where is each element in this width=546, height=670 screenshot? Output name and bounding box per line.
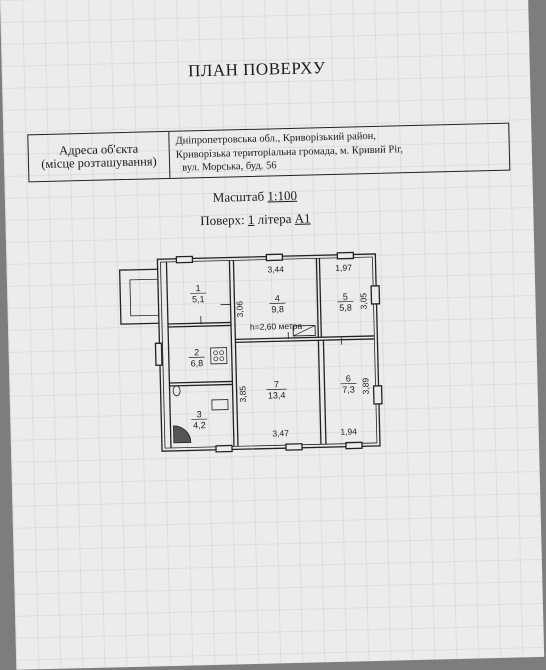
window [265,253,284,262]
dimension-label: 3,85 [237,386,247,403]
dimension-label: 1,97 [335,262,352,272]
kitchen-stove [210,347,228,365]
room-number: 4 [275,293,280,303]
toilet-symbol [172,385,181,397]
stove-burner [219,350,225,356]
dimension-label: 3,44 [267,264,284,274]
door-mark [200,304,231,325]
corridor-wall [235,338,375,343]
stove-burner [213,350,219,356]
window [154,342,163,366]
floor-number: 1 [247,211,255,228]
room-number: 3 [197,409,202,419]
porch-step [129,278,159,317]
room-area: 13,4 [268,390,286,400]
wall-4-5 [318,258,322,338]
shower-symbol [173,425,192,444]
dimension-label: 3,89 [360,378,370,395]
address-table: Адреса об'єкта (місце розташування) Дніп… [27,122,511,183]
partition-wall [228,260,235,447]
dimension-label: 1,94 [340,426,357,436]
room-area: 5,8 [339,302,352,312]
wall-7-6 [322,340,327,445]
room-number: 5 [343,292,348,302]
room-area: 9,8 [271,304,284,314]
wall-7-6 [317,340,322,445]
wall-2-3 [169,380,233,384]
stove-symbol [292,324,316,337]
room-area: 7,3 [342,384,355,394]
porch-outline [118,268,159,325]
floor-line: Поверх: 1 літера А1 [5,206,505,234]
stove-burner [219,356,225,362]
window [372,385,383,405]
litera-value: А1 [294,210,311,226]
room-number: 1 [195,283,200,293]
wall-4-5 [315,258,319,338]
scale-value: 1:100 [267,187,298,204]
wall-1-2 [168,324,232,328]
room-area: 4,2 [193,420,206,430]
window [345,441,363,450]
scale-label: Масштаб [212,188,265,205]
dimension-label: 3,06 [234,301,244,318]
window [285,443,303,451]
ceiling-height-note: h=2,60 метра [250,321,303,332]
window [175,255,194,264]
window [370,285,381,305]
address-label-cell: Адреса об'єкта (місце розташування) [28,131,171,182]
room-number: 6 [346,374,351,384]
stove-burner [213,356,219,362]
floor-plan: 1 5,1 2 6,8 3 4,2 4 9,8 5 5,8 6 7,3 7 [118,251,383,453]
floor-label: Поверх: [200,212,245,229]
room-number: 7 [274,379,279,389]
stove-diagonal [293,325,316,337]
room-area: 5,1 [192,294,205,304]
corridor-wall [235,335,375,341]
left-column-wall [165,261,172,448]
window [336,251,355,260]
sink-symbol [211,399,229,411]
partition-wall [232,260,239,447]
address-label-note: (місце розташування) [41,154,157,172]
room-number: 2 [194,347,199,357]
wall-1-2 [167,321,231,325]
window [215,444,233,453]
page-title: ПЛАН ПОВЕРХУ [187,58,326,81]
dimension-label: 3,05 [358,293,368,310]
dimension-label: 3,47 [272,428,289,438]
wall-2-3 [169,383,233,387]
outer-wall [156,253,381,452]
litera-label: літера [257,210,292,227]
room-area: 6,8 [191,358,204,368]
address-value-cell: Дніпропетровська обл., Криворізький райо… [169,124,509,178]
